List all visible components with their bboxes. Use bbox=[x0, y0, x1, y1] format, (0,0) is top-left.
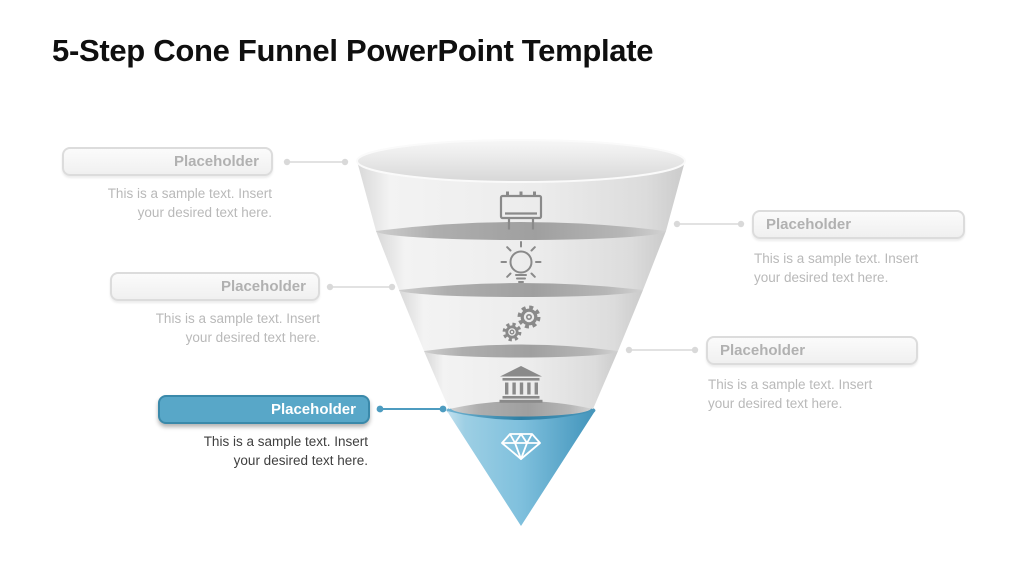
funnel-step-3[interactable] bbox=[399, 290, 643, 358]
sample-text-left-3: This is a sample text. Insert your desir… bbox=[203, 434, 368, 468]
lightbulb-icon bbox=[500, 241, 542, 283]
bank-icon bbox=[499, 366, 543, 403]
connector-step-3 bbox=[326, 283, 396, 291]
billboard-icon bbox=[499, 191, 543, 230]
placeholder-box-right-2[interactable]: Placeholder bbox=[706, 336, 918, 365]
placeholder-box-left-2[interactable]: Placeholder bbox=[110, 272, 320, 301]
page-title: 5-Step Cone Funnel PowerPoint Template bbox=[52, 33, 654, 68]
placeholder-label: Placeholder bbox=[173, 153, 259, 170]
funnel-step-1[interactable] bbox=[356, 139, 686, 240]
funnel-step-5[interactable] bbox=[446, 401, 596, 526]
placeholder-box-left-3-active[interactable]: Placeholder bbox=[158, 395, 370, 424]
placeholder-box-right-1[interactable]: Placeholder bbox=[752, 210, 965, 239]
placeholder-label: Placeholder bbox=[220, 278, 306, 295]
connector-step-1 bbox=[283, 158, 349, 166]
placeholder-label: Placeholder bbox=[766, 216, 852, 233]
sample-text-left-1: This is a sample text. Insert your desir… bbox=[107, 186, 272, 220]
sample-text-left-2: This is a sample text. Insert your desir… bbox=[155, 311, 320, 345]
connector-step-5 bbox=[376, 405, 447, 413]
placeholder-label: Placeholder bbox=[270, 401, 356, 418]
sample-text-right-1: This is a sample text. Insert your desir… bbox=[754, 251, 919, 285]
connector-step-2 bbox=[673, 220, 745, 228]
sample-text-right-2: This is a sample text. Insert your desir… bbox=[708, 377, 873, 411]
funnel-step-2[interactable] bbox=[376, 231, 666, 297]
placeholder-box-left-1[interactable]: Placeholder bbox=[62, 147, 273, 176]
diamond-icon bbox=[501, 433, 541, 460]
placeholder-label: Placeholder bbox=[720, 342, 806, 359]
connector-step-4 bbox=[625, 346, 699, 354]
gears-icon bbox=[502, 305, 541, 342]
funnel-step-4[interactable] bbox=[424, 351, 618, 417]
